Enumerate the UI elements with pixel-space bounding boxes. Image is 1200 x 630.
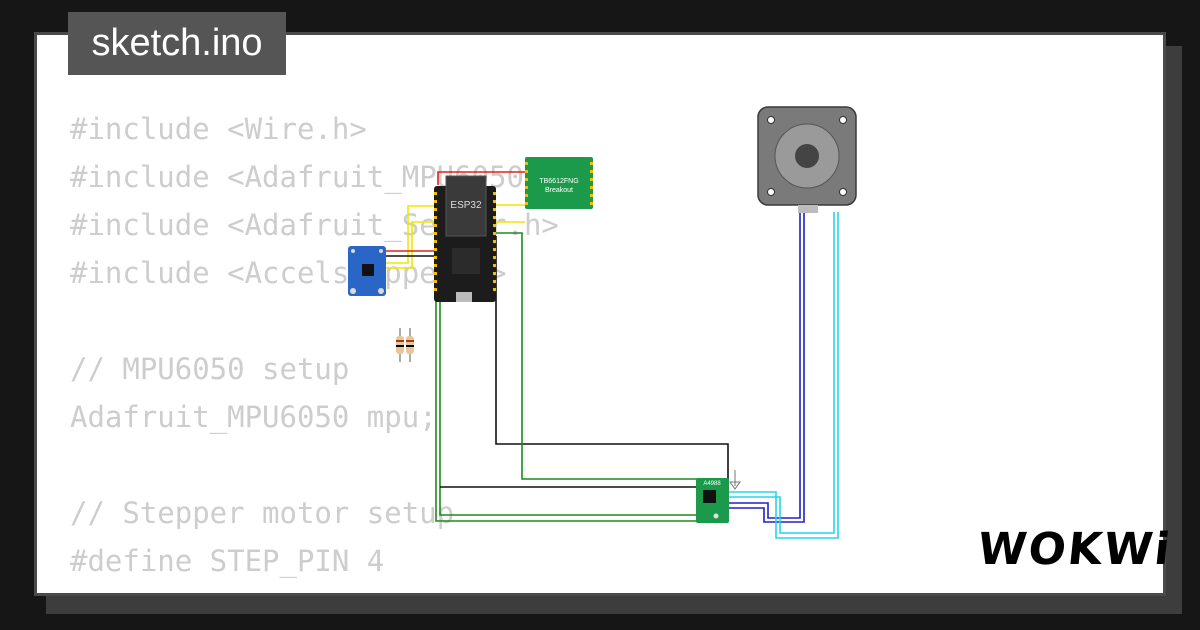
code-line: // MPU6050 setup: [70, 352, 350, 386]
file-name-tab: sketch.ino: [68, 12, 286, 75]
code-line: #include <Accelstepper.h>: [70, 256, 507, 290]
code-line: #define STEP_PIN 4: [70, 544, 385, 578]
code-line: #define DIR_PIN 5: [70, 585, 576, 593]
code-line: // Stepper motor setup: [70, 496, 455, 530]
code-line: #include <Wire.h>: [70, 112, 367, 146]
code-line: #include <Adafruit_Sensor.h>: [70, 208, 559, 242]
preview-card: #include <Wire.h> #include <Adafruit_MPU6…: [34, 32, 1166, 596]
code-line: [70, 297, 576, 345]
wokwi-logo: WOKWi: [975, 524, 1175, 575]
code-line: #include <Adafruit_MPU6050.h>: [70, 160, 577, 194]
code-preview: #include <Wire.h> #include <Adafruit_MPU6…: [70, 105, 577, 593]
code-line: [70, 441, 576, 489]
code-line: Adafruit_MPU6050 mpu;: [70, 400, 437, 434]
